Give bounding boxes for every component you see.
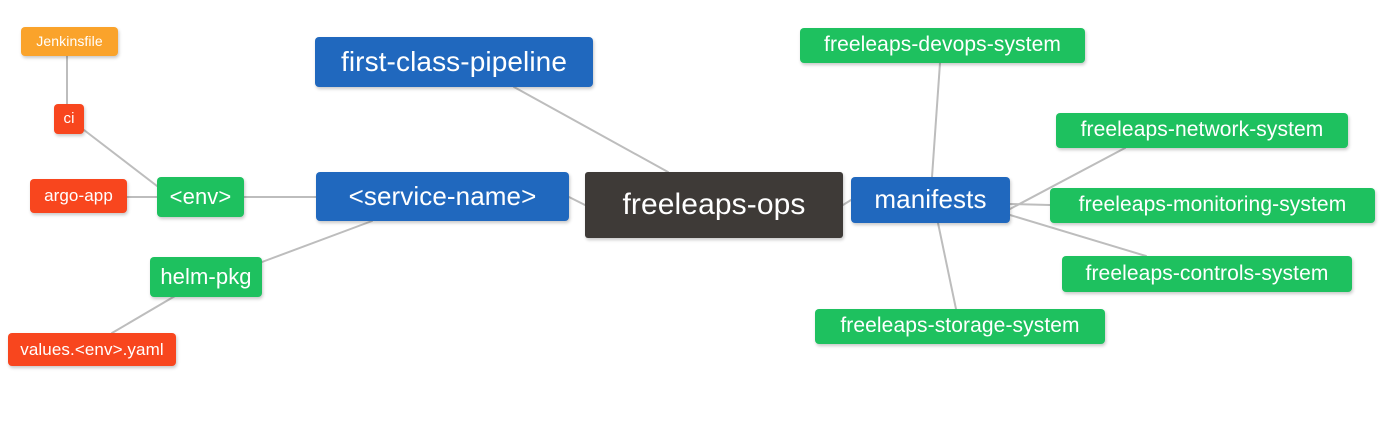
mindmap-node-controls-system[interactable]: freeleaps-controls-system bbox=[1062, 256, 1352, 292]
mindmap-edge bbox=[513, 86, 669, 173]
mindmap-node-helm-pkg[interactable]: helm-pkg bbox=[150, 257, 262, 297]
mindmap-edge bbox=[111, 295, 176, 334]
mindmap-edge bbox=[1009, 203, 1051, 206]
mindmap-edge bbox=[83, 129, 158, 187]
mindmap-node-first-class-pipeline[interactable]: first-class-pipeline bbox=[315, 37, 593, 87]
mindmap-node-service-name[interactable]: <service-name> bbox=[316, 172, 569, 221]
mindmap-edge bbox=[568, 196, 586, 206]
mindmap-node-label: <env> bbox=[169, 184, 232, 210]
mindmap-node-ci[interactable]: ci bbox=[54, 104, 84, 134]
mindmap-edge bbox=[937, 222, 957, 310]
mindmap-node-monitoring-system[interactable]: freeleaps-monitoring-system bbox=[1050, 188, 1375, 223]
mindmap-node-label: freeleaps-ops bbox=[622, 188, 806, 222]
mindmap-edge bbox=[931, 62, 941, 178]
mindmap-node-jenkinsfile[interactable]: Jenkinsfile bbox=[21, 27, 118, 56]
mindmap-edge bbox=[842, 199, 852, 206]
mindmap-node-label: <service-name> bbox=[348, 180, 537, 211]
mindmap-node-network-system[interactable]: freeleaps-network-system bbox=[1056, 113, 1348, 148]
mindmap-node-label: first-class-pipeline bbox=[340, 46, 568, 78]
mindmap-node-label: Jenkinsfile bbox=[36, 33, 103, 50]
mindmap-node-label: values.<env>.yaml bbox=[20, 339, 164, 359]
mindmap-node-values-yaml[interactable]: values.<env>.yaml bbox=[8, 333, 176, 366]
mindmap-node-label: freeleaps-devops-system bbox=[824, 33, 1061, 57]
mindmap-node-manifests[interactable]: manifests bbox=[851, 177, 1010, 223]
mindmap-node-label: freeleaps-network-system bbox=[1080, 118, 1324, 142]
mindmap-node-label: ci bbox=[63, 110, 75, 128]
mindmap-node-freeleaps-ops[interactable]: freeleaps-ops bbox=[585, 172, 843, 238]
mindmap-node-devops-system[interactable]: freeleaps-devops-system bbox=[800, 28, 1085, 63]
mindmap-edge bbox=[261, 220, 373, 263]
mindmap-node-env[interactable]: <env> bbox=[157, 177, 244, 217]
mindmap-node-label: helm-pkg bbox=[160, 264, 252, 290]
mindmap-node-label: argo-app bbox=[44, 186, 113, 206]
mindmap-node-argo-app[interactable]: argo-app bbox=[30, 179, 127, 213]
mindmap-node-label: freeleaps-storage-system bbox=[840, 314, 1080, 338]
mindmap-node-label: freeleaps-monitoring-system bbox=[1078, 193, 1347, 217]
mindmap-node-label: manifests bbox=[874, 184, 987, 215]
mindmap-node-storage-system[interactable]: freeleaps-storage-system bbox=[815, 309, 1105, 344]
mindmap-node-label: freeleaps-controls-system bbox=[1085, 261, 1329, 285]
